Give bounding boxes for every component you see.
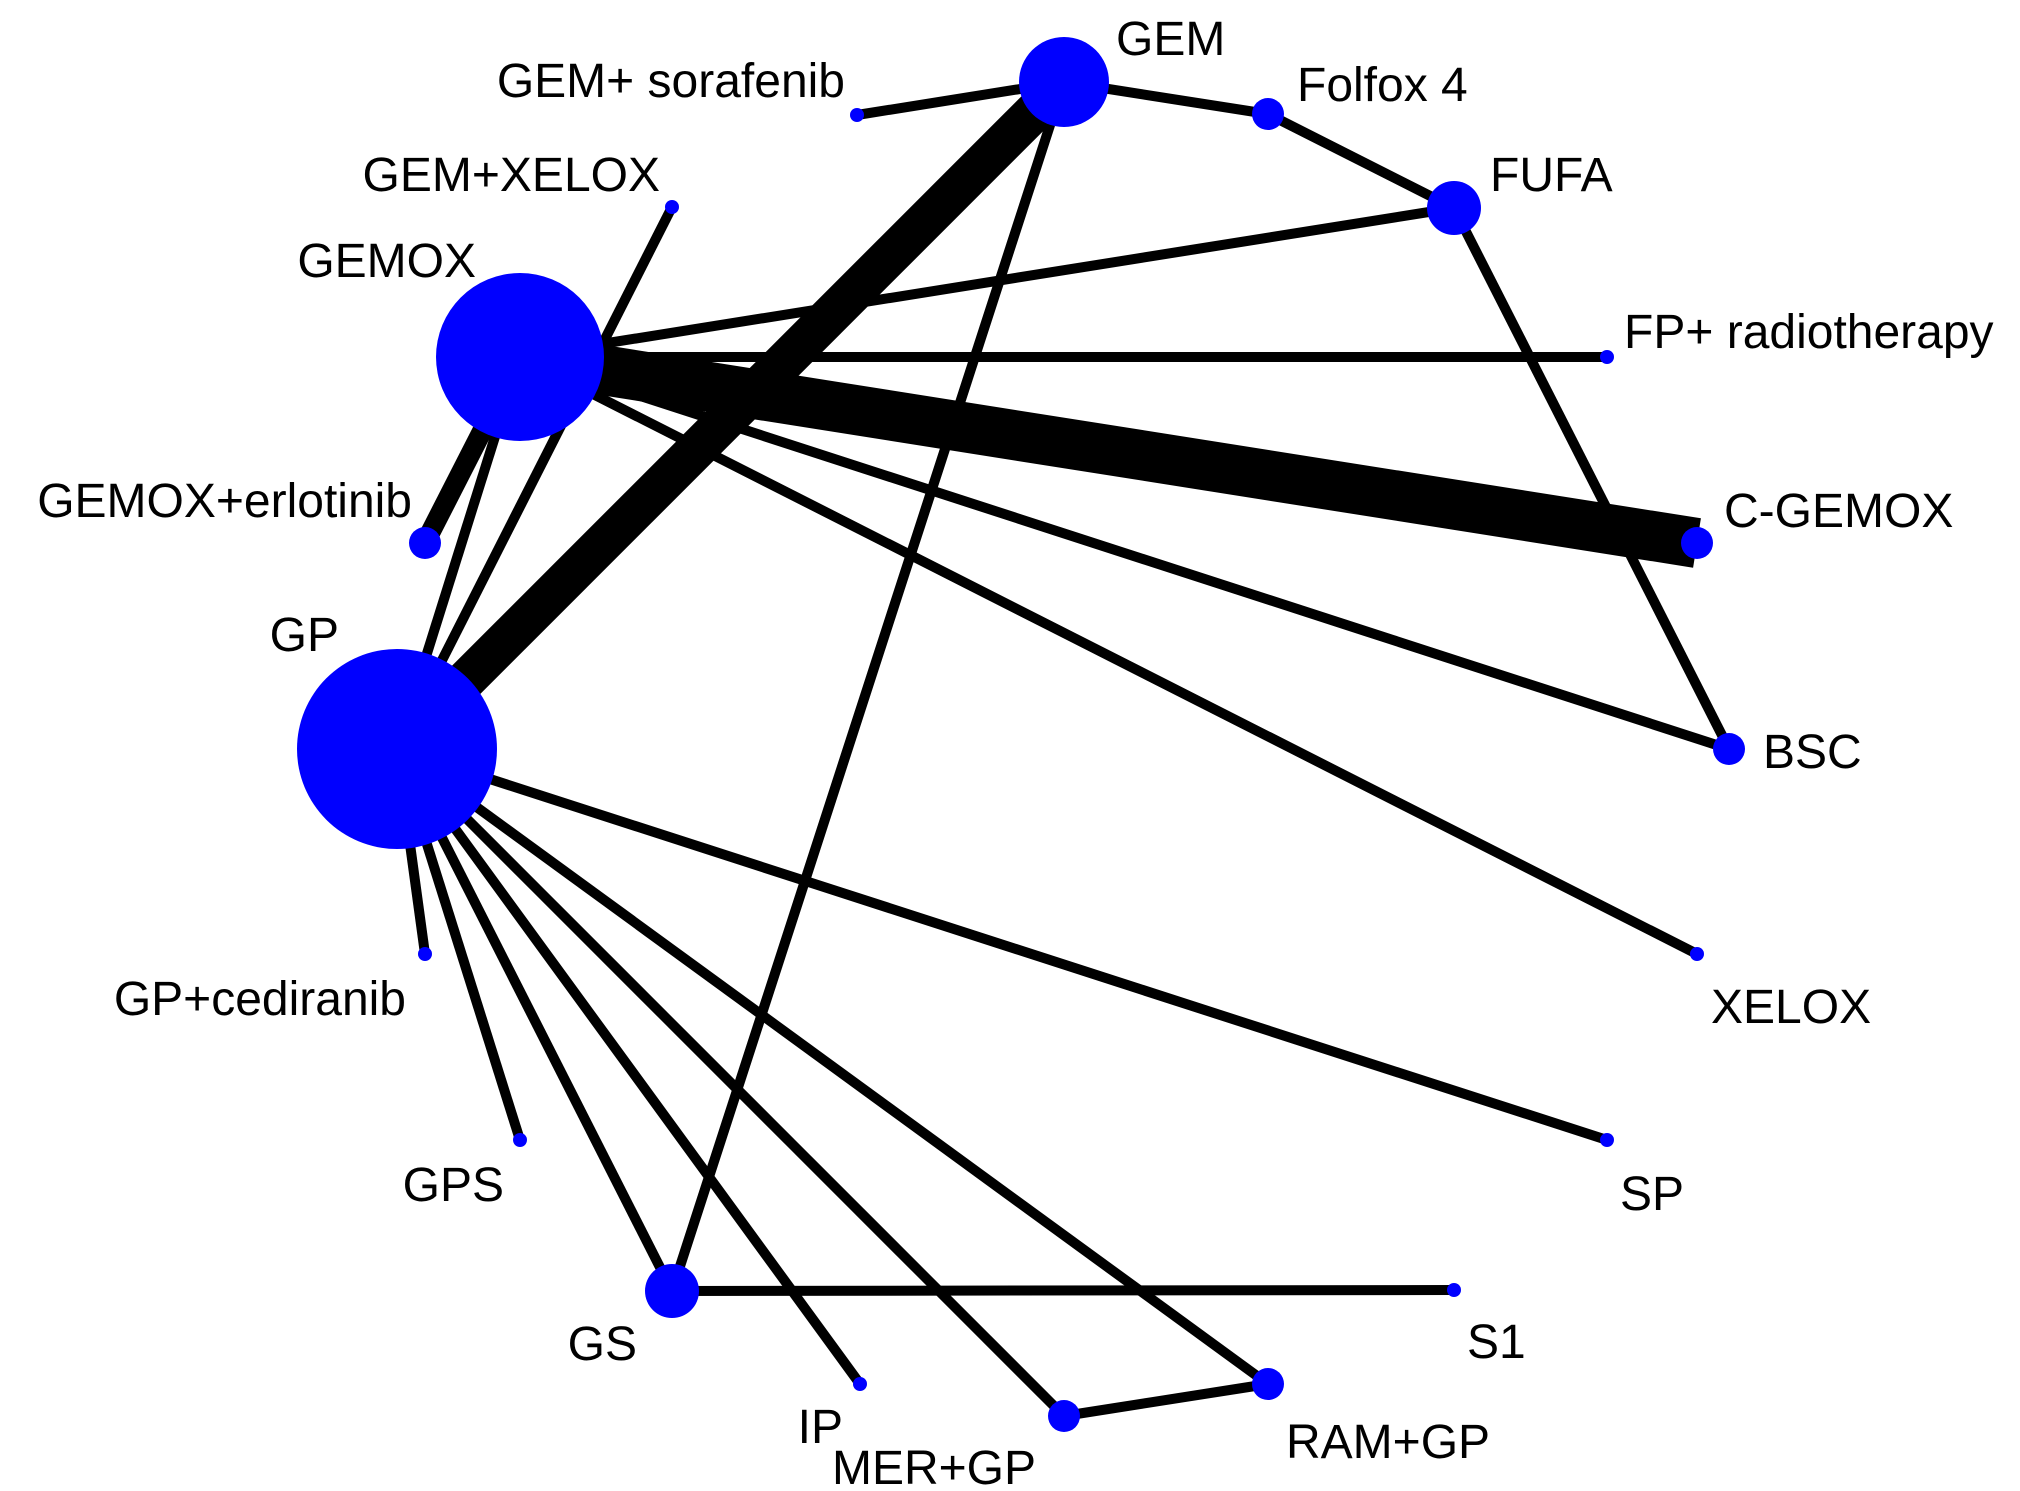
node-ram_gp: [1252, 1368, 1284, 1400]
node-layer: [297, 37, 1745, 1432]
node-gs: [645, 1264, 699, 1318]
edge-gemox-fufa: [519, 203, 1455, 362]
node-label-gem_sorafenib: GEM+ sorafenib: [497, 55, 845, 108]
edge-fufa-bsc: [1449, 205, 1734, 752]
node-label-c_gemox: C-GEMOX: [1724, 485, 1953, 538]
node-label-gemox_erlotinib: GEMOX+erlotinib: [37, 475, 412, 528]
node-sp: [1600, 1133, 1614, 1147]
node-label-mer_gp: MER+GP: [832, 1442, 1036, 1491]
edge-gemox-bsc: [518, 352, 1731, 754]
node-label-ram_gp: RAM+GP: [1286, 1416, 1490, 1469]
node-ip: [853, 1377, 867, 1391]
node-label-gem: GEM: [1116, 13, 1225, 66]
edge-gemox-c_gemox: [516, 332, 1701, 568]
node-gem_xelox: [665, 200, 679, 214]
node-label-gps: GPS: [403, 1159, 504, 1212]
edge-gp-ip: [392, 746, 865, 1387]
edge-gem_xelox-gp: [392, 204, 677, 752]
node-gem_sorafenib: [850, 108, 864, 122]
node-gemox: [436, 273, 604, 441]
node-label-fp_rt: FP+ radiotherapy: [1624, 306, 1994, 359]
node-label-fufa: FUFA: [1490, 149, 1613, 202]
node-label-xelox: XELOX: [1711, 981, 1871, 1034]
edge-gp-gs: [392, 746, 677, 1294]
node-c_gemox: [1681, 527, 1713, 559]
edge-gp-sp: [395, 744, 1609, 1145]
node-gemox_erlotinib: [409, 527, 441, 559]
edge-gp-mer_gp: [393, 745, 1068, 1420]
edge-gemox-xelox: [517, 352, 1700, 959]
node-label-ip: IP: [798, 1401, 843, 1454]
node-folfox4: [1252, 98, 1284, 130]
node-label-folfox4: Folfox 4: [1297, 59, 1468, 112]
edge-gs-s1: [671, 1285, 1455, 1296]
node-fp_rt: [1600, 350, 1614, 364]
node-fufa: [1427, 181, 1481, 235]
node-gem: [1019, 37, 1109, 127]
edge-mer_gp-ram_gp: [1063, 1379, 1269, 1421]
node-label-bsc: BSC: [1763, 726, 1862, 779]
label-layer: GEM GEM+ sorafenib Folfox 4 FUFA GEM+XELOX GE…: [37, 13, 1993, 1491]
node-label-s1: S1: [1467, 1316, 1526, 1369]
node-label-gemox: GEMOX: [297, 235, 476, 288]
node-gp: [297, 649, 497, 849]
node-bsc: [1713, 733, 1745, 765]
edge-gp-ram_gp: [394, 744, 1271, 1389]
node-gps: [513, 1133, 527, 1147]
node-label-gs: GS: [568, 1318, 637, 1371]
edge-folfox4-fufa: [1265, 109, 1457, 213]
edge-layer: [382, 67, 1734, 1421]
node-s1: [1447, 1283, 1461, 1297]
node-label-gp_cediranib: GP+cediranib: [114, 973, 406, 1026]
node-mer_gp: [1048, 1400, 1080, 1432]
node-label-gem_xelox: GEM+XELOX: [363, 149, 660, 202]
node-gp_cediranib: [418, 947, 432, 961]
node-label-gp: GP: [270, 609, 339, 662]
node-label-sp: SP: [1620, 1168, 1684, 1221]
node-xelox: [1690, 947, 1704, 961]
